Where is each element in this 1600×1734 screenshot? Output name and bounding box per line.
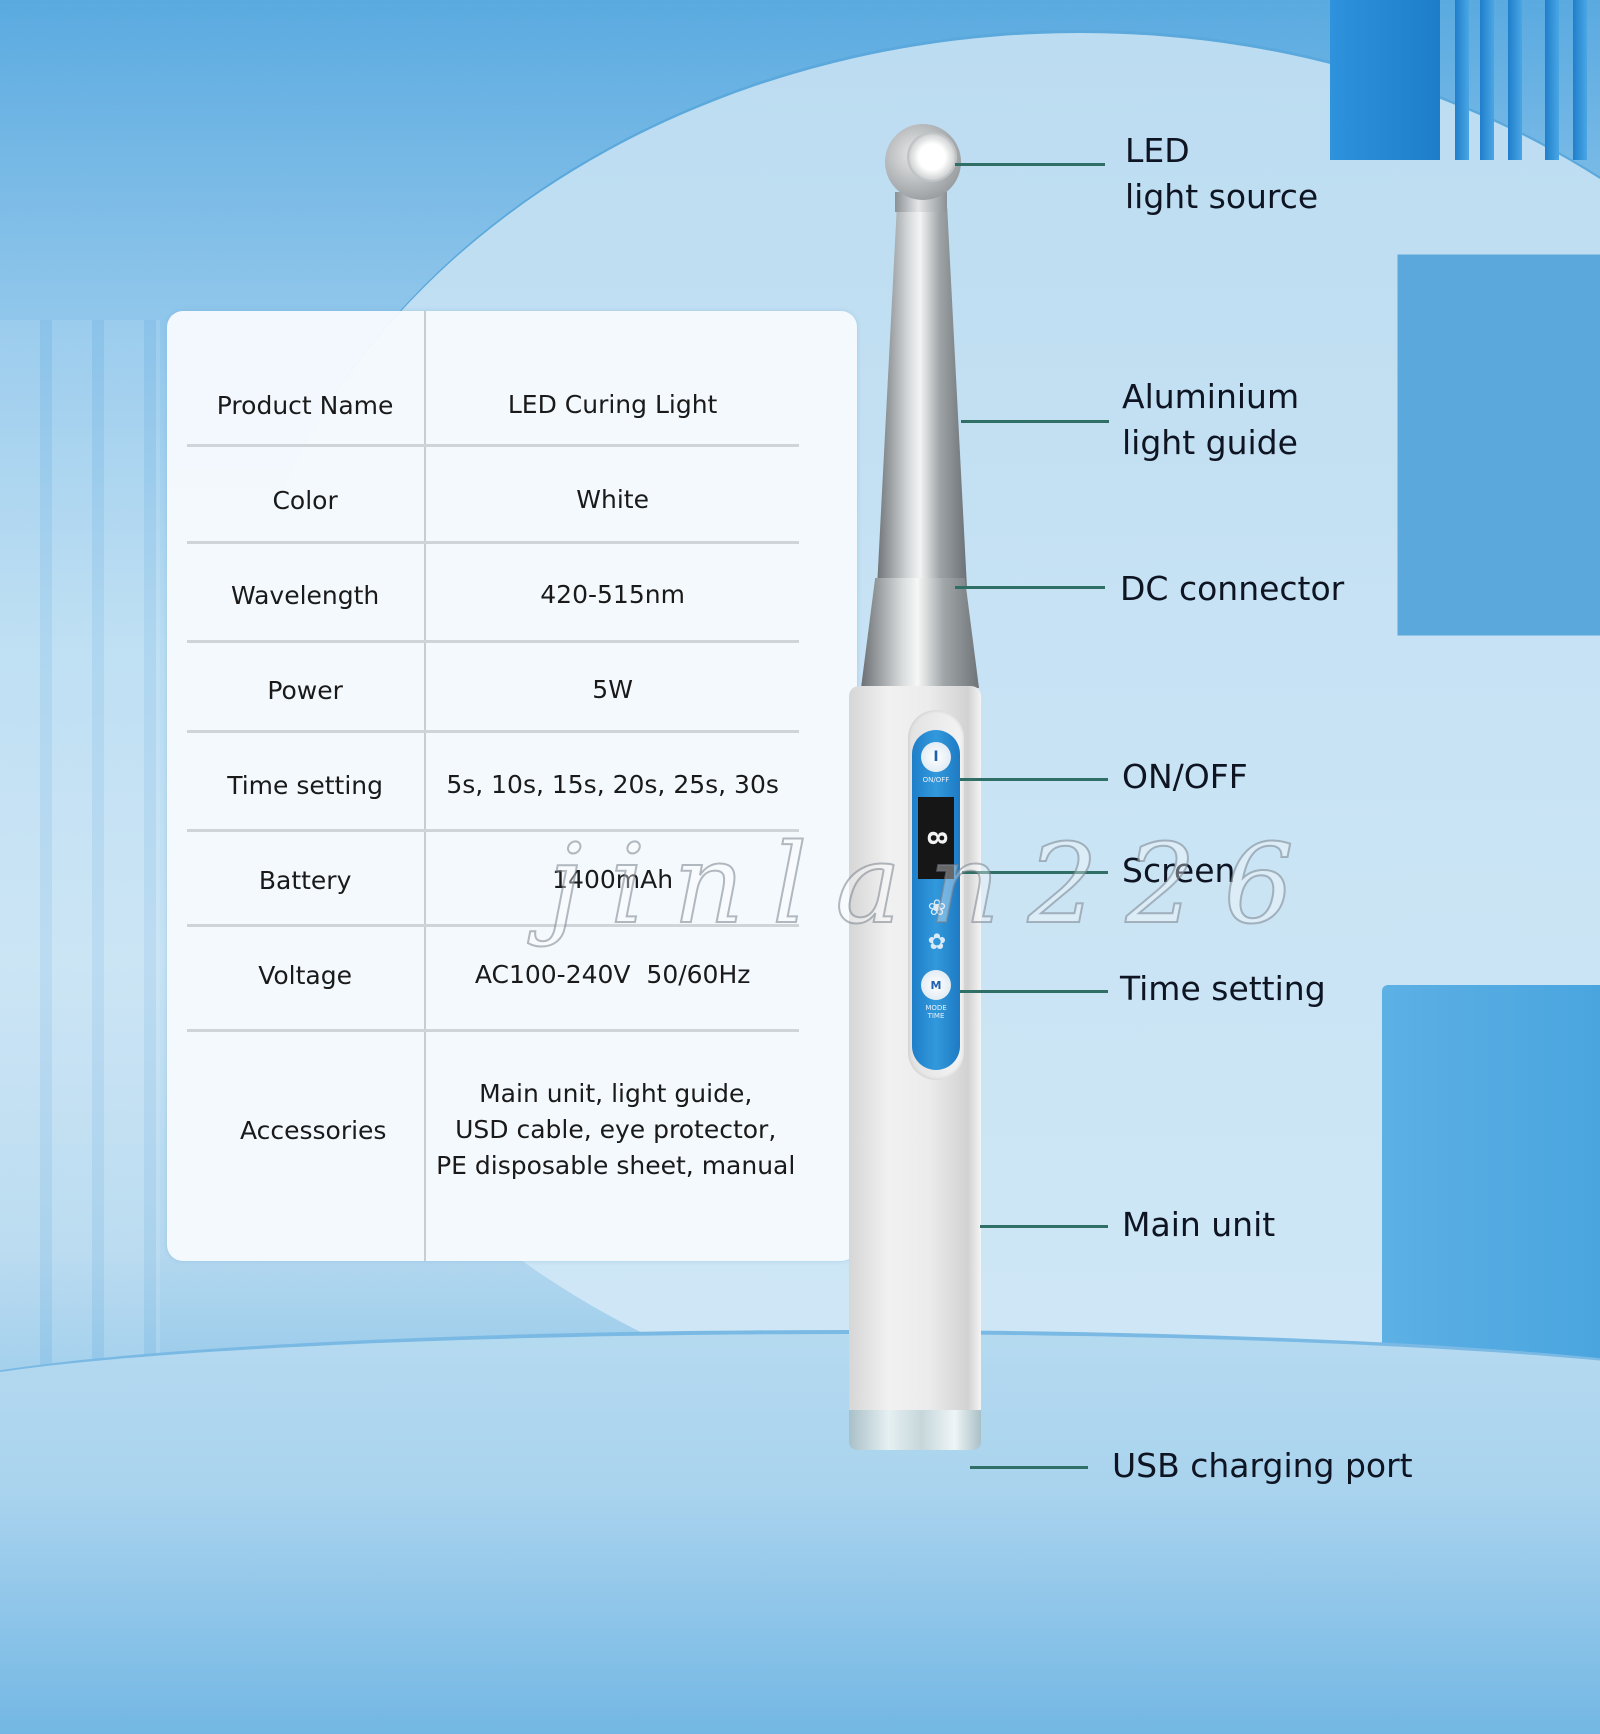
callout-led-light-source: LED light source xyxy=(1125,131,1319,216)
background-floor xyxy=(0,1330,1600,1734)
background-pillar-stripe xyxy=(1455,0,1469,160)
spec-value: 1400mAh xyxy=(552,865,674,894)
on-off-caption: ON/OFF xyxy=(922,776,950,784)
callout-line-led xyxy=(955,163,1105,166)
callout-line-time-setting xyxy=(960,990,1108,993)
callout-line-usb-port xyxy=(970,1466,1088,1469)
callout-line-screen xyxy=(962,871,1108,874)
spec-row-divider xyxy=(187,829,799,832)
power-icon: I xyxy=(933,749,939,765)
mode-time-button[interactable]: M xyxy=(921,970,951,1000)
spec-value: 5s, 10s, 15s, 20s, 25s, 30s xyxy=(446,770,779,799)
callout-aluminium-light-guide: Aluminium light guide xyxy=(1122,377,1300,462)
background-pillar-stripe xyxy=(1545,0,1559,160)
spec-value: LED Curing Light xyxy=(507,390,718,419)
background-stripes xyxy=(0,320,160,1420)
callout-line-on-off xyxy=(960,778,1108,781)
spec-value: White xyxy=(576,485,649,514)
spec-row-time-setting: Time setting 5s, 10s, 15s, 20s, 25s, 30s xyxy=(20,760,802,810)
callout-line-light-guide xyxy=(961,420,1109,423)
background-pillar-stripe xyxy=(1480,0,1494,160)
mode-time-icon: M xyxy=(930,978,942,992)
spec-row-accessories: Accessories Main unit, light guide, USD … xyxy=(20,1070,802,1190)
callout-usb-charging-port: USB charging port xyxy=(1112,1446,1413,1485)
background-pillar-stripe xyxy=(1508,0,1522,160)
callout-dc-connector: DC connector xyxy=(1120,569,1345,608)
spec-label: Power xyxy=(267,675,343,705)
usb-charging-port xyxy=(849,1410,981,1450)
spec-value-line: Main unit, light guide, xyxy=(479,1079,753,1108)
aluminium-light-guide xyxy=(877,208,967,588)
spec-value: 420-515nm xyxy=(540,580,685,609)
spec-row-divider xyxy=(187,444,799,447)
led-light-source xyxy=(907,132,957,182)
callout-on-off: ON/OFF xyxy=(1122,757,1248,796)
spec-label: Battery xyxy=(258,865,352,895)
callout-main-unit: Main unit xyxy=(1122,1205,1276,1244)
callout-line-dc-connector xyxy=(955,586,1105,589)
spec-label: Voltage xyxy=(258,960,352,990)
spec-label: Product Name xyxy=(216,390,394,420)
background-podium xyxy=(1382,985,1600,1365)
callout-time-setting: Time setting xyxy=(1120,969,1326,1008)
spec-value-line: PE disposable sheet, manual xyxy=(436,1151,796,1180)
spec-row-divider xyxy=(187,1029,799,1032)
screen-digit: 8 xyxy=(921,830,951,846)
spec-row-divider xyxy=(187,541,799,544)
callout-screen: Screen xyxy=(1122,851,1236,890)
led-curing-light-device: I ON/OFF 8 ❀✿ M MODE TIME xyxy=(845,120,985,1470)
spec-value: Main unit, light guide, USD cable, eye p… xyxy=(429,1076,802,1184)
spec-row-color: Color White xyxy=(20,475,802,525)
background-pillar-stripe xyxy=(1573,0,1587,160)
spec-row-battery: Battery 1400mAh xyxy=(20,855,802,905)
callout-line-main-unit xyxy=(980,1225,1108,1228)
background-pillar xyxy=(1330,0,1440,160)
spec-table xyxy=(167,311,857,1261)
spec-row-product-name: Product Name LED Curing Light xyxy=(20,380,802,430)
spec-row-divider xyxy=(187,730,799,733)
spec-row-divider xyxy=(187,640,799,643)
spec-value-line: USD cable, eye protector, xyxy=(455,1115,777,1144)
spec-table-column-divider xyxy=(424,311,426,1261)
spec-value: AC100-240V 50/60Hz xyxy=(474,960,751,989)
spec-row-power: Power 5W xyxy=(20,665,802,715)
spec-row-divider xyxy=(187,924,799,927)
spec-row-wavelength: Wavelength 420-515nm xyxy=(20,570,802,620)
dc-connector xyxy=(861,578,979,688)
control-panel xyxy=(912,730,960,1070)
on-off-button[interactable]: I xyxy=(921,742,951,772)
spec-label: Accessories xyxy=(239,1115,387,1145)
spec-label: Color xyxy=(272,485,338,515)
spec-value: 5W xyxy=(592,675,633,704)
decorative-flower-icon: ❀✿ xyxy=(927,896,947,955)
digit-screen: 8 xyxy=(918,797,954,879)
mode-time-caption: MODE TIME xyxy=(925,1004,947,1020)
spec-row-voltage: Voltage AC100-240V 50/60Hz xyxy=(20,950,802,1000)
spec-label: Wavelength xyxy=(230,580,380,610)
spec-label: Time setting xyxy=(227,770,384,800)
